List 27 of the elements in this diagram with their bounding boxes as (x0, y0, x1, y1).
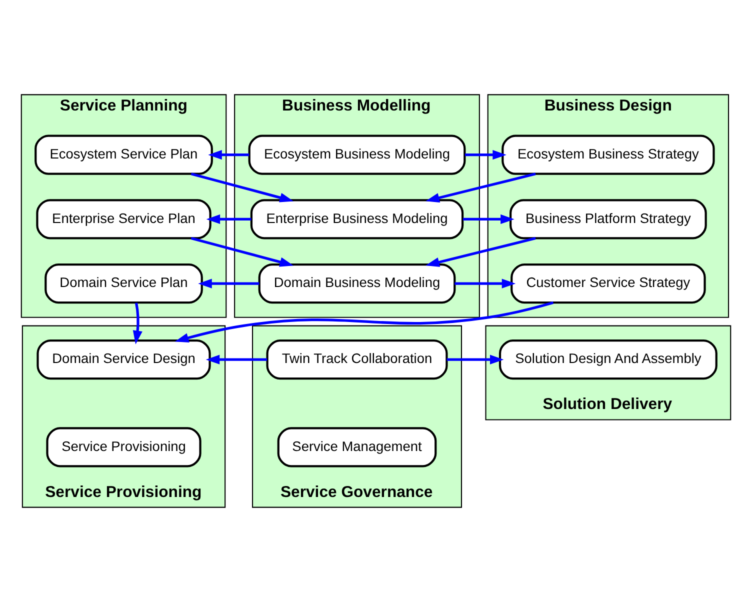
arrow (426, 236, 536, 266)
arrow (208, 150, 250, 160)
arrow (454, 278, 516, 288)
arrow (190, 236, 294, 266)
node-box: Ecosystem Business Strategy (502, 134, 715, 174)
node-box: Service Management (277, 426, 437, 467)
arrow (174, 300, 554, 342)
node-box: Ecosystem Business Modeling (248, 134, 466, 174)
node-box: Domain Business Modeling (258, 263, 456, 304)
arrow (198, 278, 260, 288)
node-box: Business Platform Strategy (510, 198, 707, 239)
node-box: Ecosystem Service Plan (34, 134, 213, 174)
node-box: Solution Design And Assembly (498, 339, 718, 380)
node-box: Domain Service Design (36, 339, 211, 380)
arrow (446, 354, 504, 364)
arrow (426, 172, 536, 202)
node-box: Enterprise Service Plan (36, 198, 212, 239)
arrow (462, 214, 514, 224)
node-box: Service Provisioning (46, 426, 202, 467)
arrow (206, 354, 268, 364)
arrow (464, 150, 506, 160)
node-box: Twin Track Collaboration (266, 339, 448, 380)
node-box: Enterprise Business Modeling (250, 198, 464, 239)
arrow (206, 214, 252, 224)
node-box: Domain Service Plan (44, 263, 203, 304)
arrow (190, 172, 294, 202)
node-box: Customer Service Strategy (510, 263, 706, 304)
